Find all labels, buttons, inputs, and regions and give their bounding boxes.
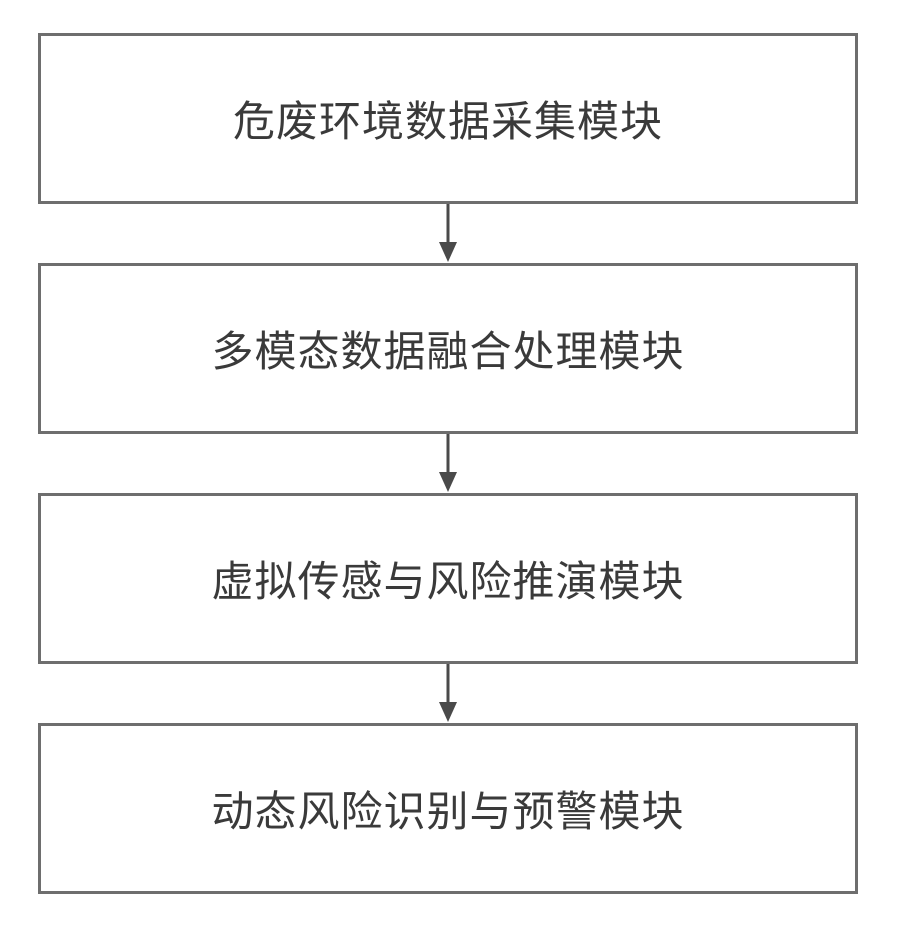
module-label-fusion-processing: 多模态数据融合处理模块 [211,318,684,379]
module-label-data-collection: 危废环境数据采集模块 [233,88,663,149]
module-box-data-collection: 危废环境数据采集模块 [38,33,858,204]
module-box-risk-warning: 动态风险识别与预警模块 [38,723,858,894]
module-box-fusion-processing: 多模态数据融合处理模块 [38,263,858,434]
arrow-down-icon [436,204,460,263]
module-box-virtual-sensing: 虚拟传感与风险推演模块 [38,493,858,664]
flow-arrow-2 [436,434,460,493]
module-label-risk-warning: 动态风险识别与预警模块 [211,778,684,839]
flow-arrow-3 [436,664,460,723]
arrow-down-icon [436,664,460,723]
flow-arrow-1 [436,204,460,263]
arrow-down-icon [436,434,460,493]
module-label-virtual-sensing: 虚拟传感与风险推演模块 [211,548,684,609]
